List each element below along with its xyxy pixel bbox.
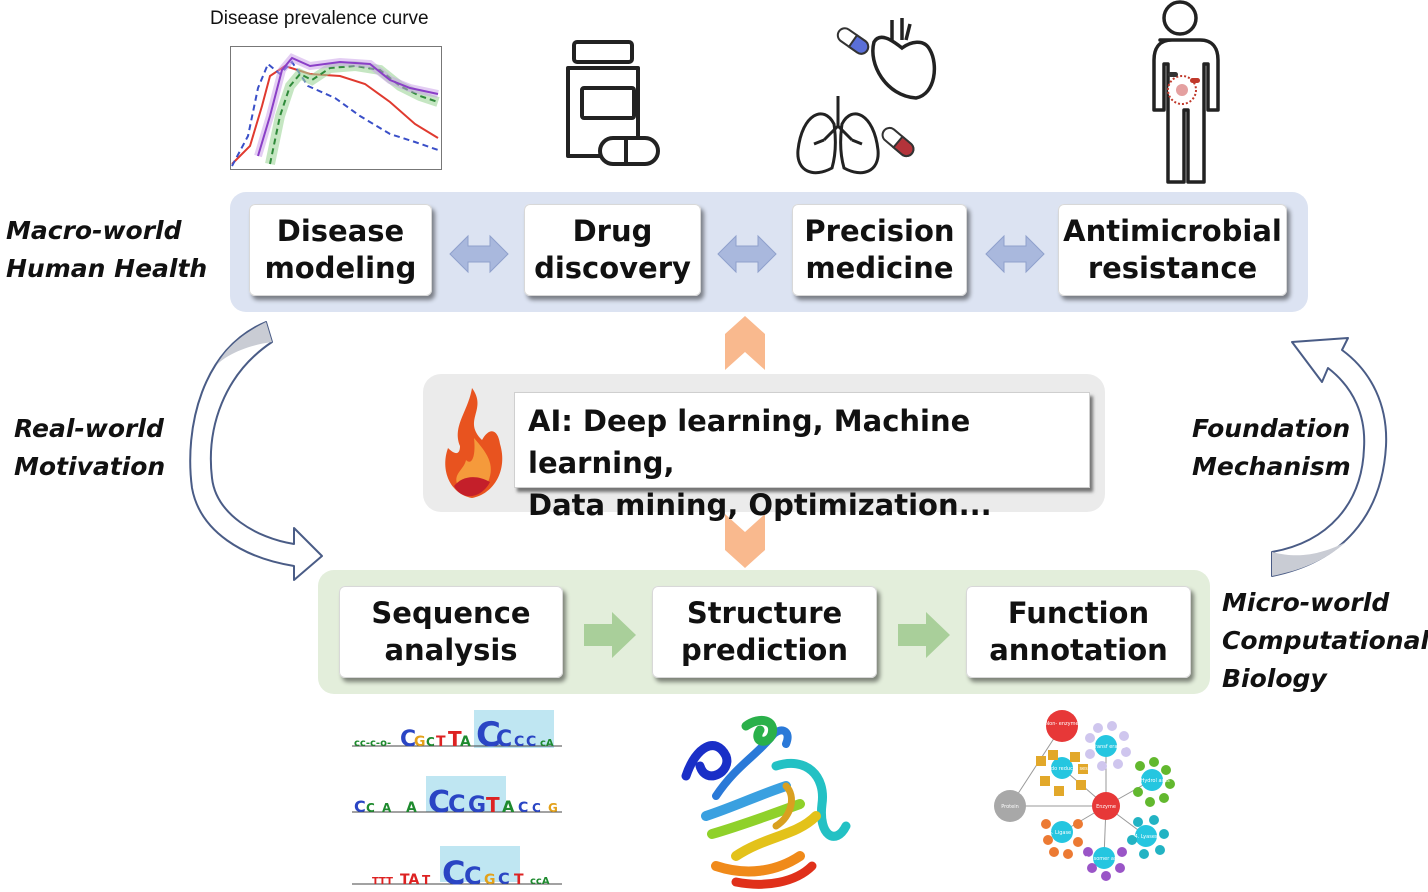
svg-text:C: C: [448, 790, 466, 818]
svg-text:T: T: [436, 734, 446, 750]
svg-text:G: G: [484, 872, 496, 888]
node-protein: Protein: [1001, 804, 1019, 810]
svg-text:A: A: [502, 797, 515, 816]
real-world-label: Real-world Motivation: [14, 414, 166, 481]
arrow-right-icon: [898, 612, 950, 658]
double-arrow-icon: [717, 234, 777, 274]
svg-text:C: C: [428, 785, 450, 820]
flame-icon: [445, 388, 503, 498]
lungs-icon: [796, 96, 880, 174]
node-lyases: 4. Lyases: [1135, 834, 1158, 840]
svg-text:C: C: [514, 734, 524, 750]
svg-text:C: C: [498, 869, 510, 888]
svg-text:ccA: ccA: [530, 876, 550, 887]
macro-world-label: Macro-world Human Health: [6, 216, 208, 283]
svg-text:T: T: [422, 873, 431, 887]
svg-text:C: C: [366, 801, 375, 815]
prevalence-chart-icon: [230, 46, 442, 170]
pill-bottle-icon: [566, 40, 660, 166]
capsule-blue-icon: [836, 27, 870, 55]
svg-text:A: A: [406, 800, 417, 816]
node-non-enzyme: Non- enzyme: [1045, 721, 1078, 727]
card-function-annotation[interactable]: Function annotation: [966, 586, 1191, 678]
svg-text:TTT: TTT: [372, 876, 393, 887]
node-oxidoreductases: 1. Oxido reducta ses: [1036, 766, 1088, 772]
svg-text:TA: TA: [400, 872, 419, 888]
curved-arrow-right-icon: [1271, 337, 1388, 577]
capsule-red-icon: [881, 126, 915, 158]
human-body-icon: [1152, 0, 1220, 184]
arrow-right-icon: [584, 612, 636, 658]
svg-text:T: T: [448, 727, 462, 751]
card-precision-medicine[interactable]: Precision medicine: [792, 204, 967, 296]
node-ligases: 6. Ligase s: [1049, 830, 1076, 836]
svg-text:G: G: [468, 793, 486, 818]
svg-text:T: T: [486, 793, 500, 817]
micro-world-label: Micro-world Computational Biology: [1222, 588, 1428, 693]
svg-text:T: T: [514, 872, 524, 888]
chevron-up-icon: [725, 316, 765, 370]
node-transferases: 2. Transf erases: [1086, 744, 1126, 750]
node-hydrolases: 3. Hydrol ases: [1134, 778, 1170, 784]
ai-methods-box: AI: Deep learning, Machine learning, Dat…: [514, 392, 1090, 522]
card-disease-modeling[interactable]: Disease modeling: [249, 204, 432, 296]
node-isomerases: 5. Isomer ases: [1086, 856, 1123, 862]
svg-text:cc-c-o-: cc-c-o-: [354, 738, 391, 749]
svg-text:C: C: [518, 800, 528, 816]
curved-arrow-left-icon: [189, 321, 323, 581]
svg-text:C: C: [400, 727, 416, 752]
svg-text:cA: cA: [540, 738, 554, 749]
card-drug-discovery[interactable]: Drug discovery: [524, 204, 701, 296]
svg-text:C: C: [532, 801, 541, 815]
prevalence-caption: Disease prevalence curve: [210, 8, 429, 29]
heart-icon: [871, 18, 937, 100]
enzyme-network-icon: Non- enzyme Protein Enzyme 1. Oxido redu…: [994, 710, 1175, 881]
svg-text:A: A: [460, 734, 471, 750]
svg-text:C: C: [426, 735, 435, 749]
card-structure-prediction[interactable]: Structure prediction: [652, 586, 877, 678]
svg-text:G: G: [414, 734, 426, 750]
card-sequence-analysis[interactable]: Sequence analysis: [339, 586, 563, 678]
svg-text:C: C: [526, 734, 536, 750]
chevron-down-icon: [725, 514, 765, 568]
svg-text:C: C: [496, 727, 512, 752]
card-antimicrobial-resistance[interactable]: Antimicrobial resistance: [1058, 204, 1287, 296]
svg-text:C: C: [476, 715, 501, 755]
svg-text:C: C: [442, 854, 465, 892]
svg-text:C: C: [354, 797, 366, 816]
node-enzyme: Enzyme: [1096, 804, 1116, 810]
svg-text:A: A: [382, 801, 392, 815]
foundation-label: Foundation Mechanism: [1192, 414, 1351, 481]
svg-text:G: G: [548, 801, 558, 815]
svg-text:C: C: [464, 862, 482, 890]
double-arrow-icon: [985, 234, 1045, 274]
protein-structure-icon: [681, 715, 851, 889]
double-arrow-icon: [449, 234, 509, 274]
